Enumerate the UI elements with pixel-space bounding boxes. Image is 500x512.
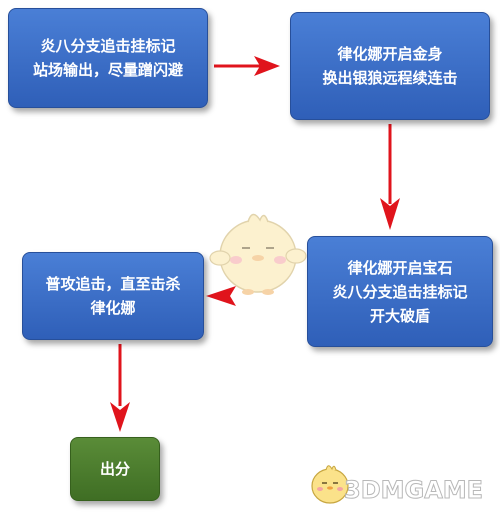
step-box-final: 出分 [70, 437, 160, 501]
arrow-box2-to-box3 [380, 124, 400, 230]
step-box-4-line-1: 普攻追击，直至击杀 [45, 275, 181, 293]
step-box-1: 炎八分支追击挂标记 站场输出，尽量蹭闪避 [8, 8, 208, 108]
step-box-final-label: 出分 [99, 460, 130, 478]
step-box-4-line-2: 律化娜 [90, 299, 136, 317]
watermark-chick-logo-icon [311, 465, 349, 504]
step-box-4: 普攻追击，直至击杀 律化娜 [22, 252, 204, 340]
step-box-2-line-1: 律化娜开启金身 [337, 45, 443, 63]
arrow-box3-to-box4 [206, 286, 302, 306]
site-watermark: 3DMGAME [343, 476, 484, 505]
arrow-box1-to-box2 [214, 56, 280, 76]
chick-mascot-icon [209, 213, 307, 295]
step-box-1-line-1: 炎八分支追击挂标记 [40, 37, 176, 55]
step-box-3-line-2: 炎八分支追击挂标记 [332, 282, 468, 301]
step-box-3-line-3: 开大破盾 [369, 306, 430, 325]
step-box-2-line-2: 换出银狼远程续连击 [322, 69, 458, 87]
step-box-3-line-1: 律化娜开启宝石 [347, 258, 453, 277]
arrow-box4-to-box5 [110, 344, 130, 432]
step-box-3: 律化娜开启宝石 炎八分支追击挂标记 开大破盾 [307, 236, 493, 347]
step-box-1-line-2: 站场输出，尽量蹭闪避 [32, 61, 183, 79]
step-box-2: 律化娜开启金身 换出银狼远程续连击 [290, 12, 490, 120]
